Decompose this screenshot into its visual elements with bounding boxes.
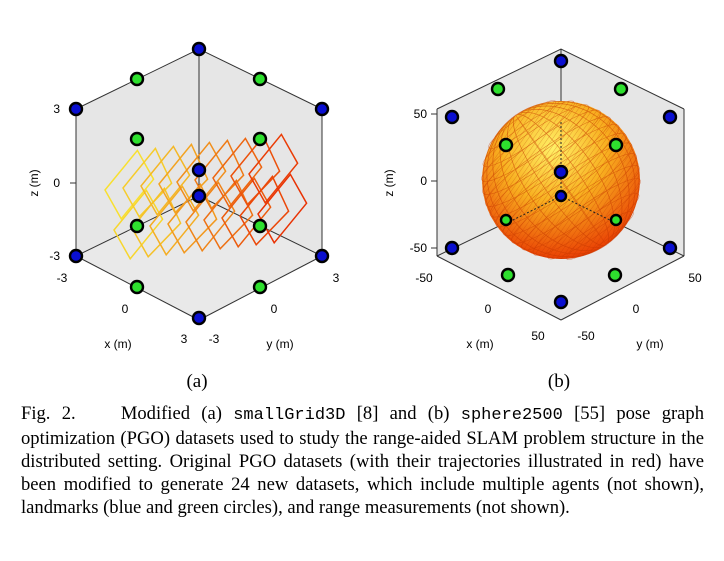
landmark-green [490,81,506,97]
panel-b: 50 0 -50 z (m) -50 0 50 x (m) -50 0 50 y… [382,48,702,392]
landmark-green [252,131,268,147]
landmark-blue [554,189,568,203]
landmark-blue [68,248,84,264]
landmark-blue [191,188,207,204]
landmark-blue [314,101,330,117]
landmark-blue [314,248,330,264]
panel-b-zlabel: z (m) [382,169,396,196]
figure-panels: 3 0 -3 z (m) -3 0 3 x (m) -3 0 3 y (m) (… [27,41,702,392]
panel-b-ytick: 50 [688,271,702,285]
landmark-green [252,71,268,87]
panel-b-ylabel: y (m) [636,337,663,351]
trajectory-segment [230,135,281,207]
trajectory-segment [158,143,209,215]
trajectory-segment [104,149,155,221]
panel-a-xtick: 0 [122,302,129,316]
trajectory-segment [122,147,173,219]
panel-b-ztick: 0 [420,174,427,188]
panel-b-ytick: -50 [577,329,595,343]
trajectory-segment [203,179,254,251]
caption-text-3: [55] pose graph optimization (PGO) datas… [21,403,705,518]
landmark-green [252,279,268,295]
trajectory-segment [239,175,290,247]
panel-b-xlabel: x (m) [466,337,493,351]
caption-label: Fig. 2. [21,403,76,424]
trajectory-segment [176,141,227,213]
trajectory-segment [257,173,308,245]
landmark-blue [191,41,207,57]
landmark-green [252,218,268,234]
panel-b-xtick: 0 [485,302,492,316]
landmark-blue [553,53,569,69]
panel-a-xtick: 3 [181,332,188,346]
panel-a-subcaption: (a) [186,371,207,392]
caption-code-smallgrid3d: smallGrid3D [233,406,346,425]
landmark-blue [68,101,84,117]
panel-a-ztick: 3 [53,102,60,116]
panel-a-ytick: 3 [333,271,340,285]
panel-a-ztick: -3 [49,249,60,263]
panel-a-landmarks [68,41,330,326]
panel-a-xlabel: x (m) [104,337,131,351]
landmark-green [129,71,145,87]
panel-b-ztick: 50 [414,107,428,121]
landmark-blue [191,162,207,178]
landmark-blue [191,310,207,326]
landmark-green [608,137,624,153]
panel-b-landmarks [444,53,678,310]
panel-b-ytick: 0 [633,302,640,316]
landmark-blue [662,109,678,125]
landmark-green [500,267,516,283]
trajectory-segment [248,133,299,205]
trajectory-segment [194,139,245,211]
trajectory-segment [131,187,182,259]
trajectory-segment [113,189,164,261]
trajectory-segment [221,177,272,249]
panel-a-ylabel: y (m) [266,337,293,351]
landmark-green [499,213,513,227]
landmark-green [607,267,623,283]
caption-text-2: [8] and (b) [345,403,461,424]
panel-a-trajectory [104,133,308,261]
caption-code-sphere2500: sphere2500 [460,406,563,425]
panel-a: 3 0 -3 z (m) -3 0 3 x (m) -3 0 3 y (m) (… [27,41,340,392]
trajectory-segment [167,183,218,255]
landmark-blue [553,294,569,310]
panel-b-subcaption: (b) [548,371,570,392]
panel-a-zlabel: z (m) [27,169,41,196]
landmark-blue [444,109,460,125]
panel-b-ticks [431,113,437,249]
landmark-green [129,279,145,295]
panel-a-ytick: 0 [271,302,278,316]
caption-text-1: Modified (a) [120,403,234,424]
panel-a-ztick: 0 [53,176,60,190]
landmark-green [498,137,514,153]
landmark-green [129,218,145,234]
figure-caption: Fig. 2. Modified (a) smallGrid3D [8] and… [21,402,704,519]
panel-b-sphere-trajectory [481,100,641,260]
trajectory-segment [149,185,200,257]
landmark-blue [444,240,460,256]
landmark-blue [662,240,678,256]
panel-a-ytick: -3 [209,332,220,346]
panel-b-ztick: -50 [410,241,428,255]
landmark-green [613,81,629,97]
trajectory-segment [185,181,236,253]
panel-b-xtick: 50 [531,329,545,343]
landmark-green [129,131,145,147]
panel-a-ticks [70,108,76,257]
panel-a-xtick: -3 [57,271,68,285]
trajectory-segment [140,145,191,217]
panel-b-xtick: -50 [415,271,433,285]
landmark-green [609,213,623,227]
trajectory-segment [212,137,263,209]
landmark-blue [553,164,569,180]
